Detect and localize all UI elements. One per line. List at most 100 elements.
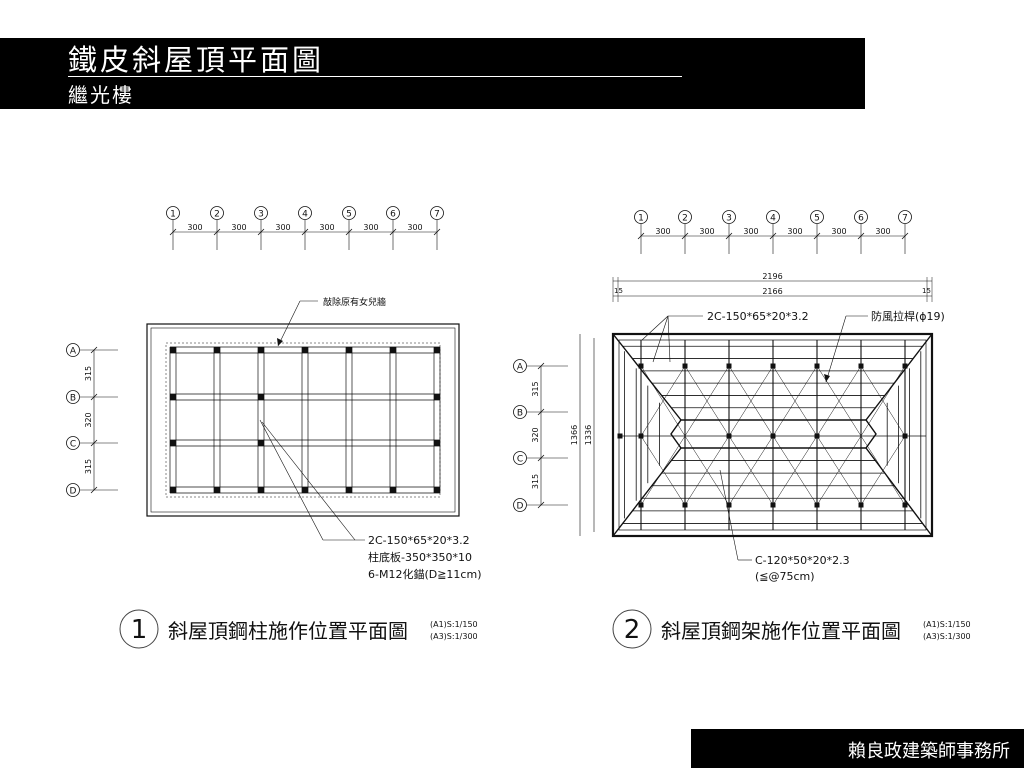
grid-label: 6 <box>858 214 864 224</box>
grid-label: 4 <box>770 214 776 224</box>
dimension-tick <box>537 501 545 509</box>
grid-label: A <box>70 347 77 357</box>
wind-bracing <box>640 435 686 506</box>
steel-column <box>258 487 264 493</box>
steel-column <box>170 487 176 493</box>
grid-bubble <box>678 210 692 224</box>
grid-label: D <box>70 487 77 497</box>
steel-column <box>170 394 176 400</box>
note-demolish-parapet: 敲除原有女兒牆 <box>323 296 386 308</box>
steel-column <box>726 502 732 508</box>
dimension-label: 300 <box>187 223 202 232</box>
dimension-tick <box>257 228 265 236</box>
grid-label: 4 <box>302 210 308 220</box>
grid-bubble <box>634 210 648 224</box>
dimension-label: 300 <box>363 223 378 232</box>
grid-label: 7 <box>902 214 908 224</box>
wind-bracing <box>728 365 774 437</box>
dimension-tick <box>537 454 545 462</box>
plan-number-circle <box>119 609 159 649</box>
roof-hip-line <box>612 447 682 537</box>
grid-label: 2 <box>214 210 220 220</box>
steel-column <box>390 347 396 353</box>
roof-outline <box>611 332 934 538</box>
dimension-tick <box>681 232 689 240</box>
grid-label: 3 <box>726 214 732 224</box>
dimension-tick <box>637 232 645 240</box>
steel-column <box>638 363 644 369</box>
dimension-label: 300 <box>231 223 246 232</box>
dimension-tick <box>90 393 98 401</box>
grid-bubble <box>898 210 912 224</box>
grid-label: 6 <box>390 210 396 220</box>
steel-column <box>770 502 776 508</box>
note-purlin: C-120*50*20*2.3 <box>755 554 850 567</box>
dimension-edge-right: 15 <box>922 287 931 295</box>
note-anchor: 6-M12化錨(D≧11cm) <box>368 567 482 581</box>
wind-bracing <box>684 435 730 506</box>
grid-bubble <box>513 405 527 419</box>
grid-bubble <box>810 210 824 224</box>
page-title: 鐵皮斜屋頂平面圖 <box>68 43 325 77</box>
grid-label: B <box>517 409 523 419</box>
note-member: 2C-150*65*20*3.2 <box>707 310 809 323</box>
steel-column <box>682 502 688 508</box>
parapet-dashed <box>165 342 441 498</box>
grid-bubble <box>166 206 180 220</box>
note-purlin-spacing: (≦@75cm) <box>755 570 815 583</box>
dimension-tick <box>389 228 397 236</box>
grid-label: 1 <box>170 210 176 220</box>
wind-bracing <box>684 365 730 437</box>
dimension-label: 320 <box>84 412 93 427</box>
dimension-tick <box>345 228 353 236</box>
steel-column <box>214 487 220 493</box>
grid-bubble <box>66 483 80 497</box>
dimension-label: 315 <box>84 366 93 381</box>
leader-arrow <box>824 374 830 382</box>
grid-bubble <box>722 210 736 224</box>
steel-column <box>346 487 352 493</box>
wind-bracing <box>772 365 818 437</box>
dimension-label: 300 <box>655 227 670 236</box>
wind-bracing <box>728 435 774 506</box>
dimension-label: 300 <box>275 223 290 232</box>
leader-line <box>825 315 847 383</box>
dimension-tick <box>537 408 545 416</box>
grid-bubble <box>66 436 80 450</box>
note-baseplate: 柱底板-350*350*10 <box>368 550 472 564</box>
steel-column <box>170 440 176 446</box>
roof-hip-line <box>865 447 933 537</box>
wind-bracing <box>860 435 906 506</box>
grid-label: C <box>517 455 523 465</box>
grid-bubble <box>342 206 356 220</box>
dimension-inner-width: 2166 <box>762 287 782 296</box>
dimension-edge-left: 15 <box>614 287 623 295</box>
dimension-label: 300 <box>787 227 802 236</box>
steel-column <box>902 502 908 508</box>
page-subtitle: 繼光樓 <box>68 83 134 107</box>
dimension-label: 315 <box>84 459 93 474</box>
roof-outline-inner <box>150 327 456 513</box>
grid-label: 5 <box>814 214 820 224</box>
steel-column <box>258 440 264 446</box>
plan-scale-a1: (A1)S:1/150 <box>430 620 478 629</box>
plan-scale-a1: (A1)S:1/150 <box>923 620 971 629</box>
wind-bracing <box>772 435 818 506</box>
steel-column <box>814 433 820 439</box>
plan-number-circle <box>612 609 652 649</box>
leader-arrow <box>277 338 283 346</box>
office-name: 賴良政建築師事務所 <box>848 741 1010 762</box>
plan-number: 1 <box>131 615 148 645</box>
grid-label: 1 <box>638 214 644 224</box>
grid-label: 7 <box>434 210 440 220</box>
steel-column <box>770 363 776 369</box>
dimension-tick <box>813 232 821 240</box>
steel-column <box>858 363 864 369</box>
grid-label: 2 <box>682 214 688 224</box>
steel-column <box>902 433 908 439</box>
dimension-tick <box>857 232 865 240</box>
dimension-label: 300 <box>875 227 890 236</box>
wind-bracing <box>860 365 906 437</box>
